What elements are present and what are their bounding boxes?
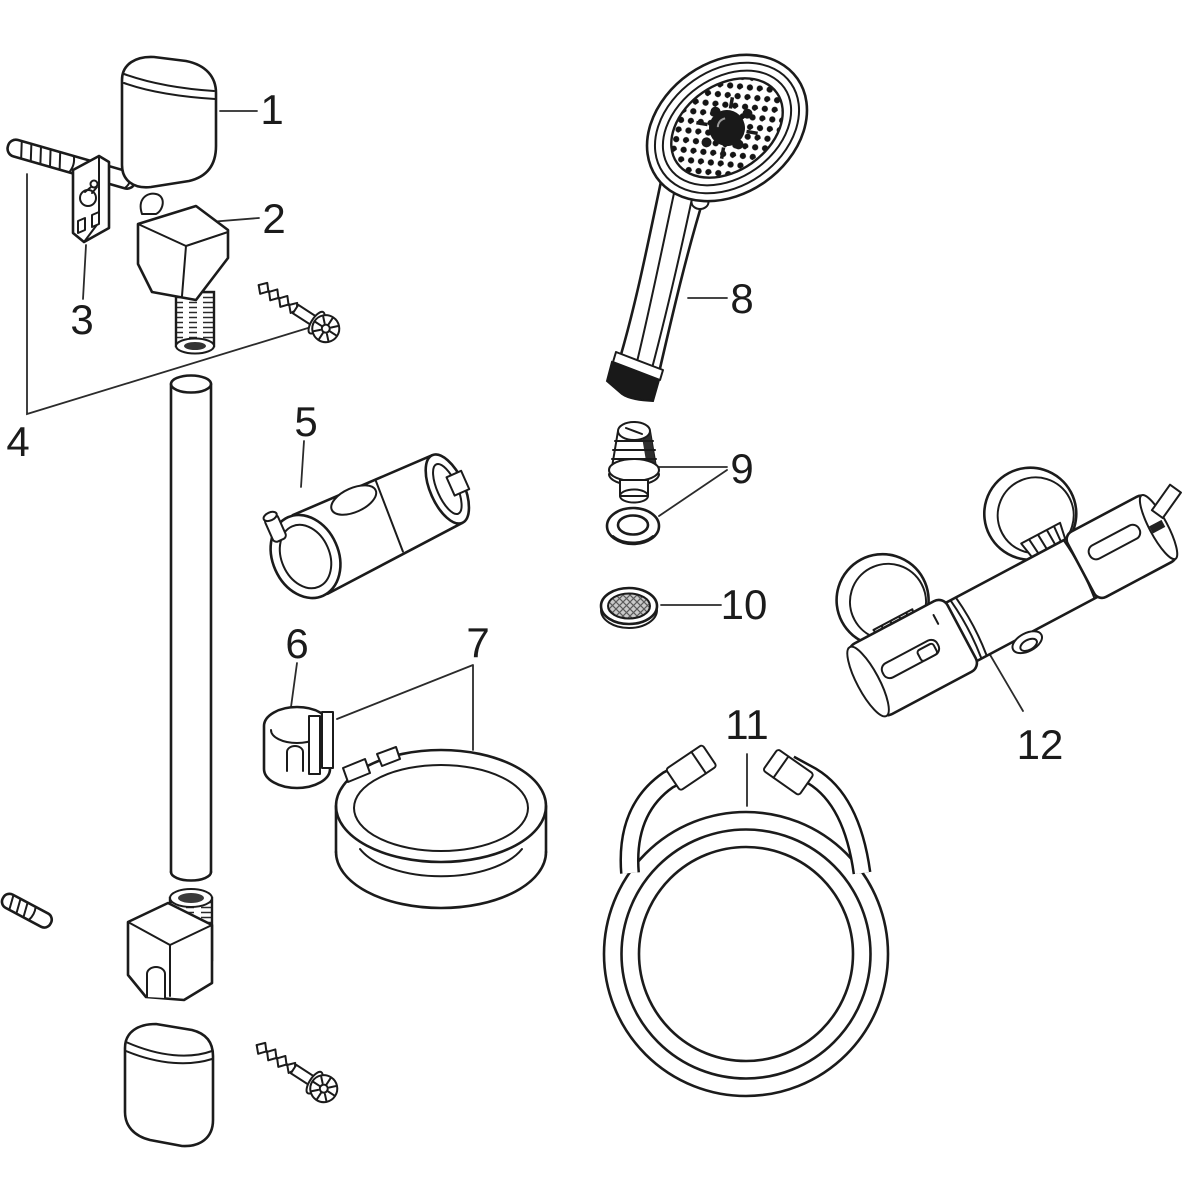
- label-3: 3: [70, 296, 93, 343]
- label-6: 6: [285, 620, 308, 667]
- hose-nut-right: [763, 749, 814, 796]
- label-4: 4: [6, 418, 29, 465]
- part-holder-slider: [262, 453, 471, 600]
- label-1: 1: [260, 86, 283, 133]
- label-5: 5: [294, 398, 317, 445]
- part-thermostatic-mixer: [835, 466, 1182, 718]
- bottom-cover-cap: [123, 1022, 215, 1148]
- bottom-bracket: [126, 888, 214, 1002]
- part-end-cap: [120, 55, 218, 189]
- label-10: 10: [721, 581, 768, 628]
- leader-lines: [26, 110, 1024, 807]
- label-11: 11: [725, 701, 769, 748]
- label-12: 12: [1017, 721, 1064, 768]
- label-2: 2: [262, 195, 285, 242]
- part-shower-hose: [602, 744, 890, 1098]
- hose-nut-left: [665, 744, 717, 791]
- label-9: 9: [730, 445, 753, 492]
- screw-top: [250, 272, 346, 349]
- shower-head: [645, 53, 809, 203]
- part-hand-shower: [605, 53, 809, 403]
- seal-o-ring: [605, 506, 661, 546]
- wall-plug-bottom: [0, 890, 56, 932]
- wall-plug-top: [4, 136, 139, 192]
- part-bracket-slide: [136, 192, 230, 355]
- part-filter-screen: [599, 586, 659, 629]
- wall-bar: [169, 374, 213, 882]
- part-holder-ring: [334, 746, 548, 910]
- label-7: 7: [466, 619, 489, 666]
- part-guide-clip: [262, 705, 334, 790]
- label-8: 8: [730, 275, 753, 322]
- part-flow-regulator: [605, 421, 661, 546]
- part-number-labels: 1 2 3 4 5 6 7 8 9 10 11 12: [6, 86, 1063, 768]
- screw-bottom: [248, 1032, 344, 1109]
- part-backplate: [71, 154, 111, 244]
